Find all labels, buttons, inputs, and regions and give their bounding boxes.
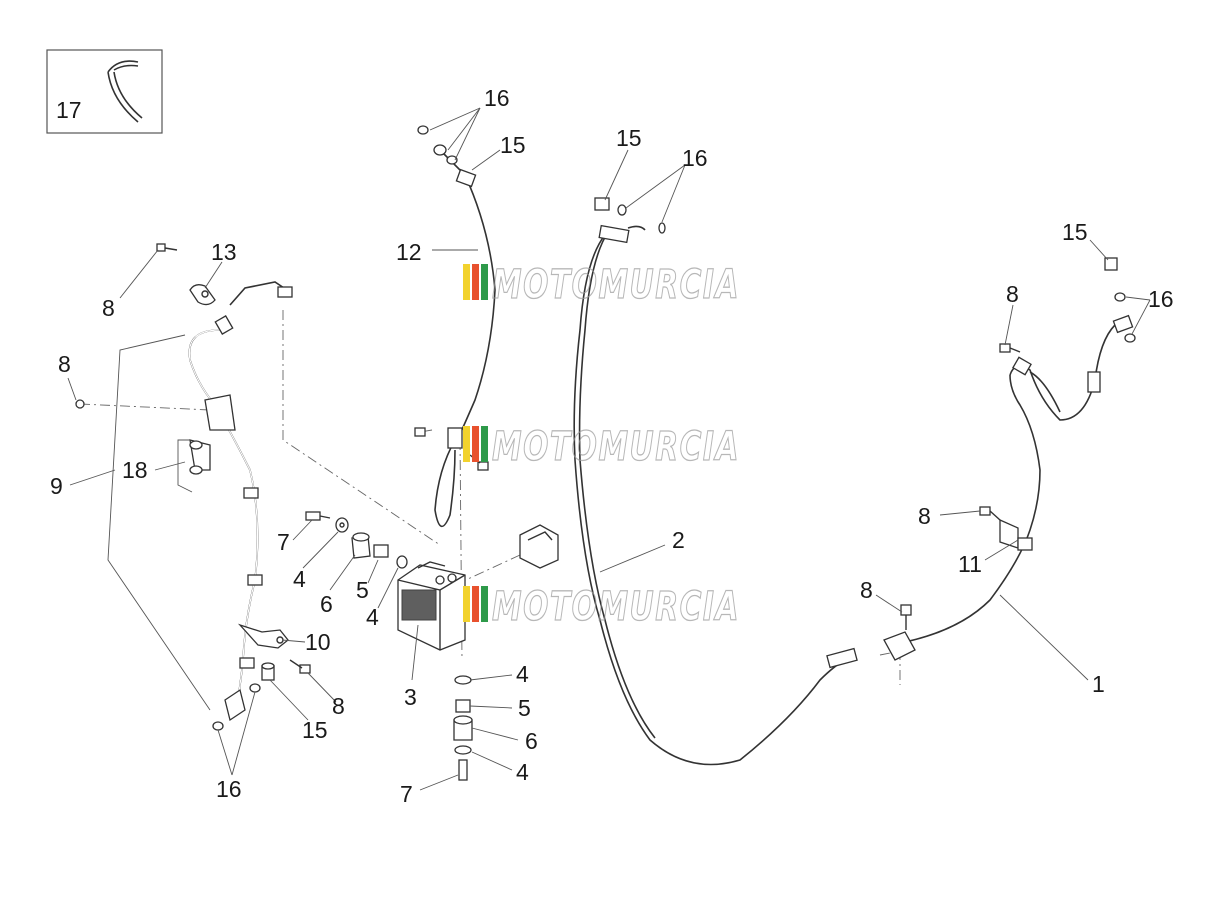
leader-lines	[67, 107, 1151, 791]
callout-4: 4	[516, 759, 529, 785]
watermark-bar-red	[472, 264, 479, 300]
watermark-bar-red	[472, 586, 479, 622]
clamp-13	[189, 284, 216, 306]
callout-6: 6	[525, 728, 538, 754]
callout-9: 9	[50, 473, 63, 499]
callout-18: 18	[122, 457, 148, 483]
callout-1: 1	[1092, 671, 1105, 697]
watermark-bar-yellow	[463, 264, 470, 300]
callout-15: 15	[302, 717, 328, 743]
callout-16: 16	[216, 776, 242, 802]
watermark-2: MOTOMURCIA	[463, 423, 740, 471]
bolt-8-b	[75, 399, 85, 409]
watermark-3: MOTOMURCIA	[463, 583, 740, 631]
callout-7: 7	[400, 781, 413, 807]
brake-hose-9	[188, 281, 293, 731]
watermark-bar-green	[481, 586, 488, 622]
callout-11: 11	[958, 551, 982, 577]
brake-hose-1	[883, 257, 1136, 661]
callout-16: 16	[484, 85, 510, 111]
bolt-8-a	[156, 243, 178, 252]
brake-hose-2	[573, 197, 858, 766]
callout-15: 15	[616, 125, 642, 151]
callout-16: 16	[1148, 286, 1174, 312]
watermark-bar-yellow	[463, 586, 470, 622]
callout-12: 12	[396, 239, 422, 265]
watermark-bar-green	[481, 426, 488, 462]
watermark-text: MOTOMURCIA	[492, 262, 740, 308]
abs-bracket	[519, 524, 559, 569]
callout-3: 3	[404, 684, 417, 710]
callout-16: 16	[682, 145, 708, 171]
screw-15-a	[261, 662, 275, 681]
callout-8: 8	[1006, 281, 1019, 307]
watermark-bar-green	[481, 264, 488, 300]
callout-8: 8	[102, 295, 115, 321]
callout-6: 6	[320, 591, 333, 617]
upper-mount-stack	[305, 511, 408, 569]
callout-4: 4	[516, 661, 529, 687]
callout-8: 8	[332, 693, 345, 719]
callout-8: 8	[860, 577, 873, 603]
callout-15: 15	[500, 132, 526, 158]
callout-labels: 17 16 15 12 15 16 13 8 8 9 18 7 4 6 5 4 …	[50, 85, 1174, 807]
callout-13: 13	[211, 239, 237, 265]
callout-4: 4	[366, 604, 379, 630]
callout-5: 5	[356, 577, 369, 603]
watermark-bar-yellow	[463, 426, 470, 462]
callout-8: 8	[58, 351, 71, 377]
callout-4: 4	[293, 566, 306, 592]
watermark-1: MOTOMURCIA	[463, 261, 740, 309]
bolt-8-c	[289, 659, 311, 674]
watermark-text: MOTOMURCIA	[492, 424, 740, 470]
callout-7: 7	[277, 529, 290, 555]
washer-16-a	[249, 683, 261, 693]
callout-5: 5	[518, 695, 531, 721]
lower-mount-stack	[453, 675, 473, 781]
callout-10: 10	[305, 629, 331, 655]
brake-hose-12	[414, 125, 496, 528]
callout-15: 15	[1062, 219, 1088, 245]
callout-8: 8	[918, 503, 931, 529]
inset-part-17	[46, 49, 163, 134]
clamp-10	[237, 623, 289, 649]
callout-17: 17	[56, 97, 82, 123]
watermark-bar-red	[472, 426, 479, 462]
callout-2: 2	[672, 527, 685, 553]
abs-unit-3	[397, 561, 466, 651]
watermark-text: MOTOMURCIA	[492, 584, 740, 630]
